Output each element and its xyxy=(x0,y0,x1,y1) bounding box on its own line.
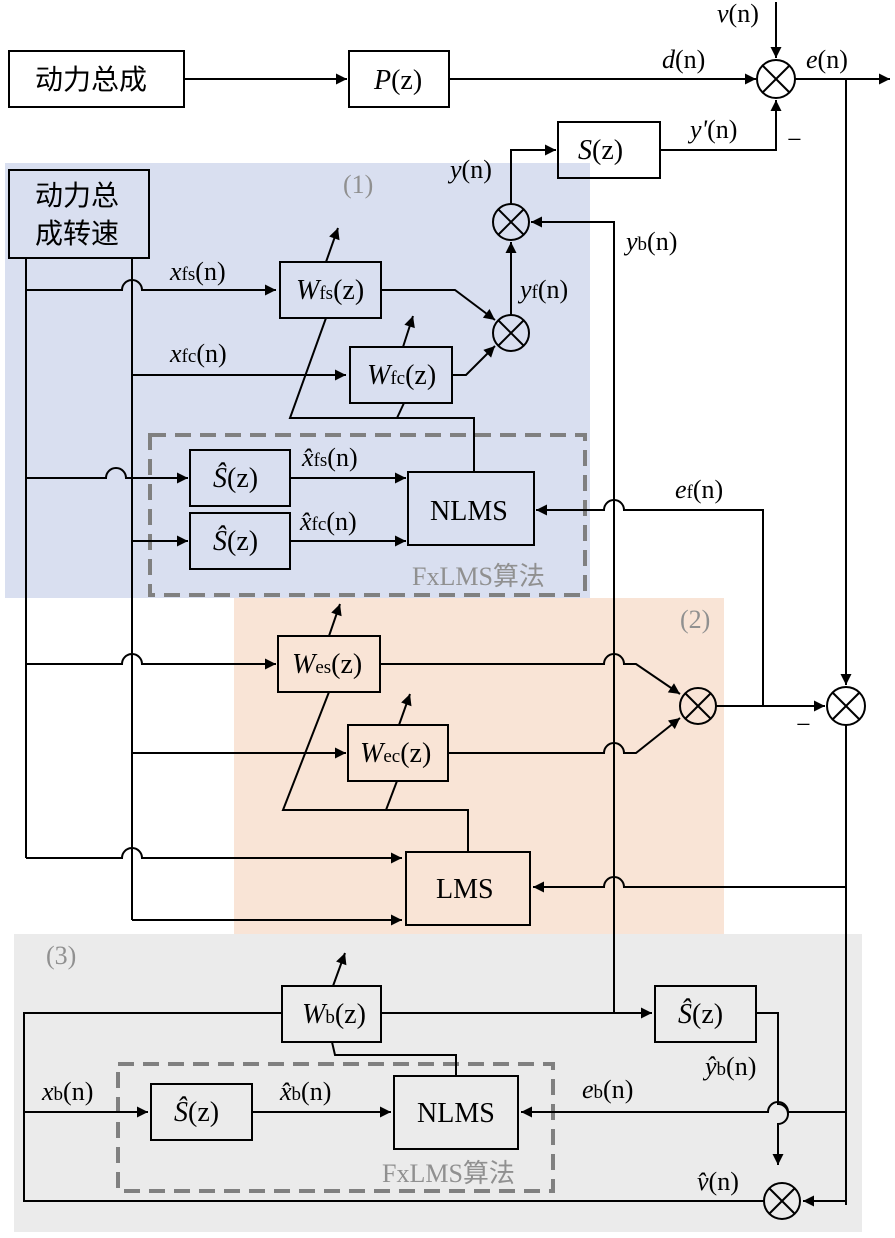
Wes-label: Wes(z) xyxy=(292,649,362,680)
ybhat-label: ŷb(n) xyxy=(702,1052,756,1081)
residual-to-vhat-arrow xyxy=(803,1195,847,1207)
Wfc-adapt-arrow xyxy=(402,315,415,348)
v-label: v(n) xyxy=(717,0,759,28)
speed-label-line2: 成转速 xyxy=(35,217,119,250)
minus-sign-mid: − xyxy=(796,710,811,739)
nlms1-label: NLMS xyxy=(430,496,508,527)
powertrain-label: 动力总成 xyxy=(35,63,147,96)
ef-arrow xyxy=(536,499,764,706)
lms-label: LMS xyxy=(436,874,494,905)
speed-label-line1: 动力总 xyxy=(35,179,119,212)
vhat-label: v̂(n) xyxy=(697,1167,739,1196)
S-label: S(z) xyxy=(578,135,623,166)
eb-arrow xyxy=(521,1101,846,1118)
Wes-out-arrow xyxy=(380,653,681,695)
Shat4-label: Ŝ(z) xyxy=(174,1097,219,1128)
fxlms-label-2: FxLMS算法 xyxy=(382,1159,515,1188)
yb-feedback-arrow xyxy=(531,216,615,1013)
region-2-background xyxy=(234,598,724,936)
yf-label: yf(n) xyxy=(517,275,568,304)
ef-label: ef(n) xyxy=(675,475,723,504)
d-label: d(n) xyxy=(662,45,705,74)
y-label: y(n) xyxy=(447,155,492,184)
e-label: e(n) xyxy=(806,45,848,74)
speed-block xyxy=(8,169,150,259)
y-to-S-arrow xyxy=(510,144,556,204)
Wes-adapt-arrow xyxy=(328,603,342,637)
Wec-adapt-arrow xyxy=(398,693,412,726)
nlms2-label: NLMS xyxy=(417,1098,495,1129)
xb-loop-line xyxy=(23,1012,764,1202)
sin-to-lms-arrow xyxy=(26,847,402,864)
lms-update-line xyxy=(281,691,469,852)
lms-update-branch xyxy=(385,780,398,811)
region-2-label: (2) xyxy=(680,605,710,634)
nlms1-block xyxy=(407,471,535,546)
xfc-label: xfc(n) xyxy=(169,339,227,368)
region-1-background xyxy=(5,163,590,598)
Shat2-label: Ŝ(z) xyxy=(213,526,258,557)
region-1-label: (1) xyxy=(343,170,373,199)
Wfs-adapt-arrow xyxy=(325,227,340,263)
xfs-label: xfs(n) xyxy=(169,257,226,286)
Wb-adapt-arrow xyxy=(332,952,347,987)
xhatfs-label: x̂fs(n) xyxy=(301,443,358,472)
xb-label: xb(n) xyxy=(41,1077,93,1106)
Wec-label: Wec(z) xyxy=(360,738,431,769)
Shat3-label: Ŝ(z) xyxy=(678,999,723,1030)
minus-sign-top: − xyxy=(787,125,802,154)
P-label: P(z) xyxy=(373,65,422,96)
sum-junction-vhat xyxy=(763,1182,801,1220)
yprime-arrow xyxy=(660,100,782,151)
sum-junction-residual xyxy=(826,686,866,726)
fxlms-label-1: FxLMS算法 xyxy=(412,562,545,591)
Wfc-label: Wfc(z) xyxy=(367,360,436,391)
Wfs-label: Wfs(z) xyxy=(296,275,364,306)
Wfc-out-arrow xyxy=(452,345,496,376)
xhatb-label: x̂b(n) xyxy=(279,1077,331,1106)
eb-label: eb(n) xyxy=(582,1075,633,1104)
sin-to-Shat1-arrow xyxy=(26,467,188,484)
yb-label: yb(n) xyxy=(623,227,677,256)
nlms1-update-line xyxy=(288,317,475,472)
sin-to-Wes-arrow xyxy=(26,653,276,670)
sum-junction-error xyxy=(756,59,796,99)
xfs-arrow xyxy=(26,279,276,296)
fxlms-group-1 xyxy=(148,433,587,597)
Shat1-label: Ŝ(z) xyxy=(213,463,258,494)
nlms1-update-branch xyxy=(396,402,405,419)
yprime-label: y'(n) xyxy=(687,115,737,144)
fxlms-group-2 xyxy=(116,1062,555,1193)
Wfs-out-arrow xyxy=(381,289,496,321)
residual-to-lms-arrow xyxy=(533,876,846,893)
xhatfc-label: x̂fc(n) xyxy=(299,507,357,536)
Wb-label: Wb(z) xyxy=(302,999,366,1030)
region-3-label: (3) xyxy=(46,941,76,970)
Wec-out-arrow xyxy=(448,717,681,754)
lms-block xyxy=(405,851,531,926)
nlms2-update-line xyxy=(331,1041,457,1076)
